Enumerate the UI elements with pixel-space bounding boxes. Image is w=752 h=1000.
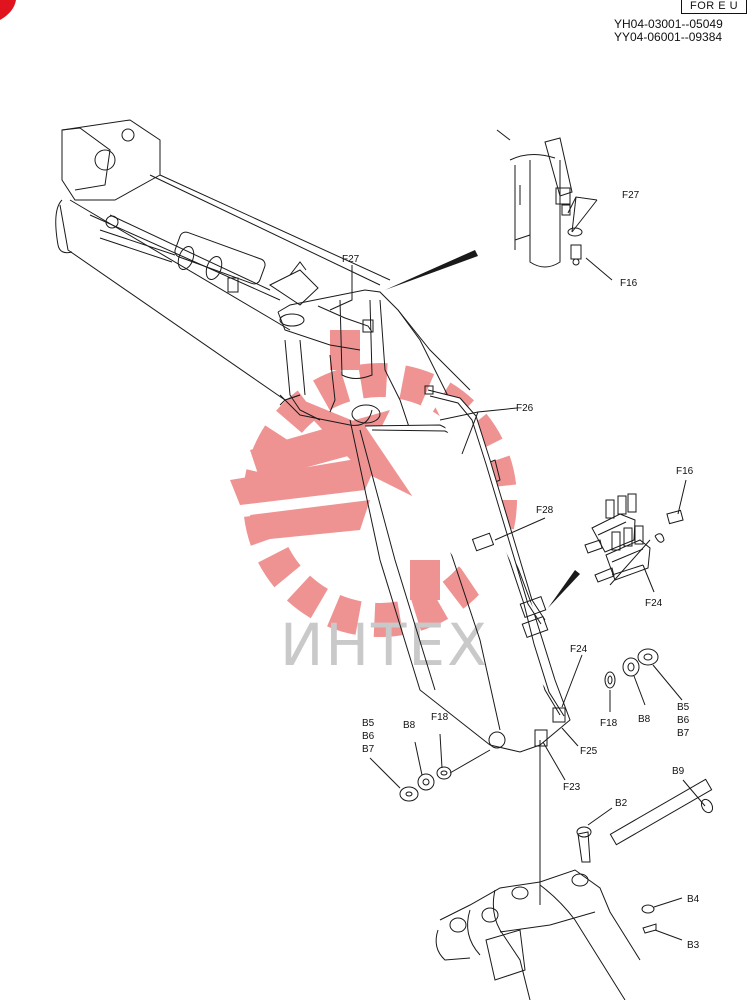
callout-b7-right: B7 — [677, 728, 690, 739]
callout-f27-main: F27 — [342, 254, 360, 265]
serial-range-2: YY04-06001--09384 — [614, 30, 723, 44]
callout-b6-left: B6 — [362, 731, 375, 742]
callout-b5-left: B5 — [362, 718, 375, 729]
detail-cylinder-end — [496, 129, 583, 268]
watermark-text: ИНТЕХ — [280, 611, 489, 679]
detail-valve-block — [584, 493, 684, 586]
callout-f28: F28 — [536, 505, 554, 516]
callout-f24-pipe: F24 — [570, 644, 588, 655]
callout-f25: F25 — [580, 746, 598, 757]
leader-lines — [329, 196, 706, 941]
bucket-linkage — [435, 740, 714, 1000]
callout-f23: F23 — [563, 782, 581, 793]
callout-labels: F27 F16 F27 F26 F16 F28 F24 F24 B5 B6 B7… — [342, 190, 700, 951]
variant-badge: FOR E U — [681, 0, 748, 14]
arm-assembly — [277, 250, 580, 753]
callout-b3: B3 — [687, 940, 700, 951]
callout-b9: B9 — [672, 766, 685, 777]
callout-f16-detail: F16 — [620, 278, 638, 289]
callout-f27-detail: F27 — [622, 190, 640, 201]
callout-f18-left: F18 — [431, 712, 449, 723]
callout-b8-right: B8 — [638, 714, 651, 725]
corner-logo-mark — [0, 0, 16, 20]
callout-f18-right: F18 — [600, 718, 618, 729]
callout-b6-right: B6 — [677, 715, 690, 726]
callout-b5-right: B5 — [677, 702, 690, 713]
callout-b8-left: B8 — [403, 720, 416, 731]
callout-f24-valve: F24 — [645, 598, 663, 609]
callout-f16-valve: F16 — [676, 466, 694, 477]
right-washer-stack — [604, 648, 659, 689]
callout-b2: B2 — [615, 798, 628, 809]
left-washer-stack — [399, 749, 491, 802]
callout-b7-left: B7 — [362, 744, 375, 755]
callout-f26: F26 — [516, 403, 534, 414]
callout-b4: B4 — [687, 894, 700, 905]
serial-range-1: YH04-03001--05049 — [614, 17, 723, 31]
boom-assembly — [55, 119, 391, 401]
